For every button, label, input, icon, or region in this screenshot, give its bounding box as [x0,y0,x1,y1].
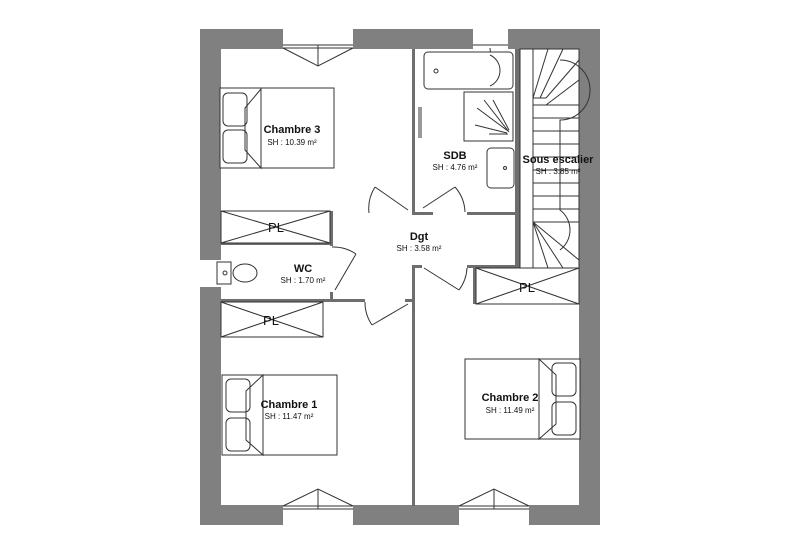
room-area-chambre2: SH : 11.49 m² [486,406,535,415]
room-area-wc: SH : 1.70 m² [281,276,326,285]
doors [331,107,468,326]
closet-label: PL [268,220,284,235]
room-name-chambre1: Chambre 1 [261,399,318,411]
room-area-chambre3: SH : 10.39 m² [267,138,317,147]
bathtub [423,51,514,90]
toilet [216,261,258,285]
sink [486,147,515,189]
room-area-sous-escalier: SH : 3.85 m² [536,167,581,176]
staircase [519,48,591,269]
room-name-dgt: Dgt [410,231,429,243]
room-name-chambre2: Chambre 2 [482,392,539,404]
bed-chambre1 [221,373,338,457]
closets [220,210,580,338]
closet-label: PL [263,313,279,328]
room-name-chambre3: Chambre 3 [264,124,321,136]
room-area-dgt: SH : 3.58 m² [397,244,442,253]
bed-chambre3 [219,87,335,170]
closet-label: PL [519,280,535,295]
windows [200,29,530,525]
room-name-wc: WC [294,263,312,275]
bed-chambre2 [464,357,581,441]
room-name-sous-escalier: Sous escalier [523,154,595,166]
room-area-sdb: SH : 4.76 m² [433,163,478,172]
room-area-chambre1: SH : 11.47 m² [265,412,314,421]
room-name-sdb: SDB [443,150,466,162]
bathroom-fixtures [423,51,515,189]
